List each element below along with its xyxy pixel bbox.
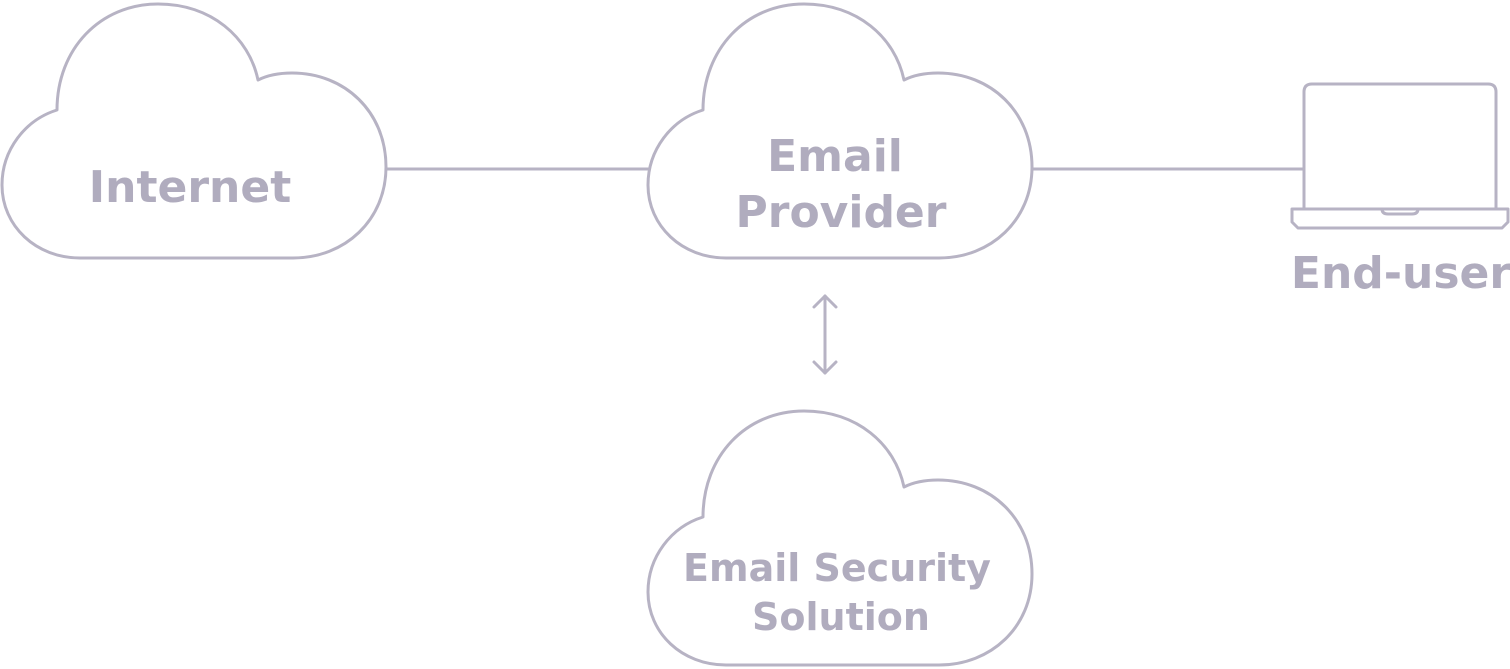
arrow-head-down — [812, 360, 838, 375]
laptop-screen — [1302, 82, 1498, 211]
end-user-label: End-user — [1291, 248, 1510, 299]
laptop-icon — [1290, 82, 1510, 230]
node-email-security-solution: Email Security Solution — [646, 409, 1034, 667]
laptop-notch — [1380, 207, 1420, 216]
security-label-line1: Email Security — [683, 546, 991, 590]
internet-label: Internet — [89, 162, 291, 213]
email-provider-label-line2: Provider — [736, 187, 947, 238]
email-provider-label-line1: Email — [767, 131, 903, 182]
node-email-provider: Email Provider — [646, 2, 1034, 260]
arrow-head-up — [812, 294, 838, 309]
double-arrow-icon — [812, 294, 838, 375]
laptop-base — [1290, 207, 1510, 230]
node-end-user: End-user — [1290, 82, 1510, 299]
cloud-icon — [0, 2, 388, 260]
node-internet: Internet — [0, 2, 388, 260]
security-label-line2: Solution — [752, 595, 930, 639]
